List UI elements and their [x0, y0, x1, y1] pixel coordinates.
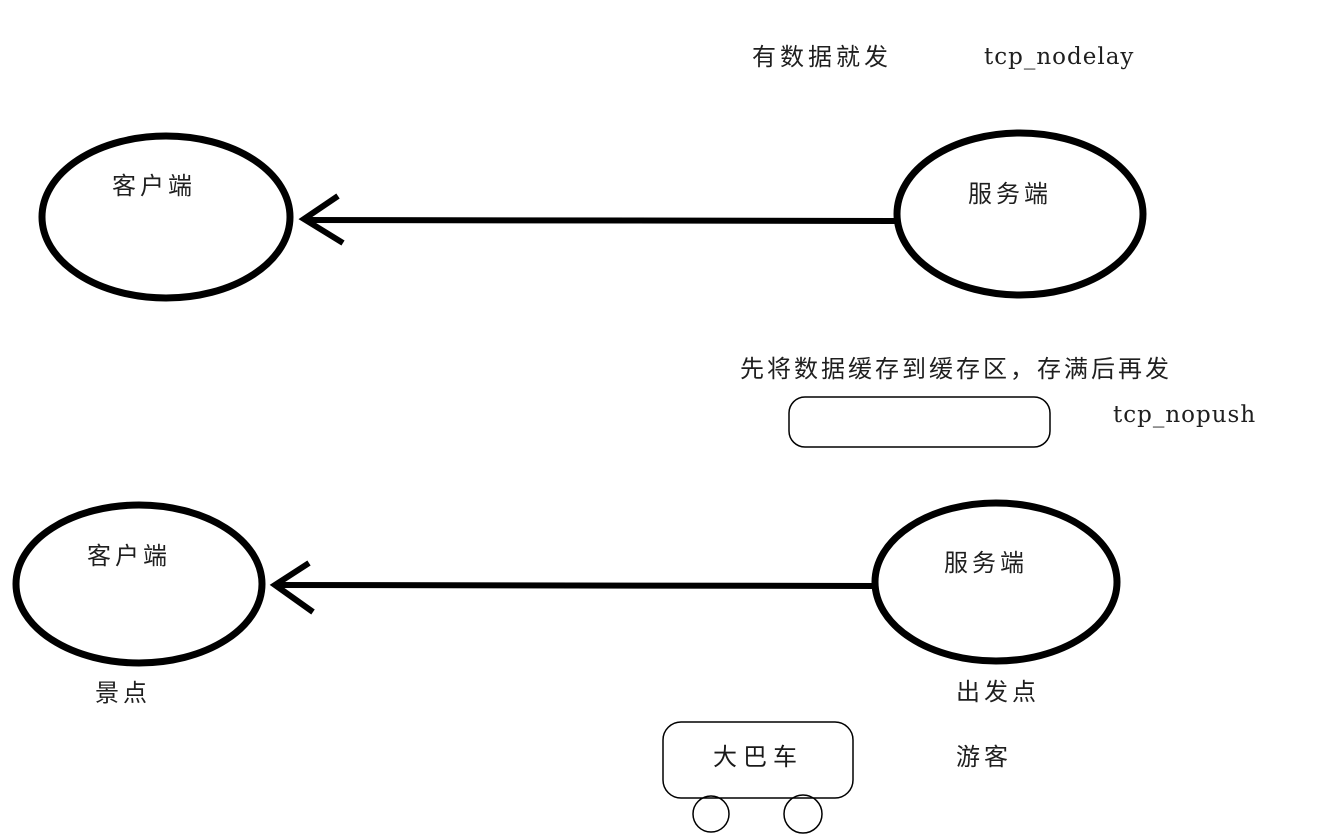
tcp-nopush-option: tcp_nopush	[1113, 402, 1257, 428]
client-ellipse-top	[38, 132, 294, 302]
arrowhead-icon-top	[298, 193, 345, 246]
nopush-note: 先将数据缓存到缓存区，存满后再发	[740, 355, 1172, 383]
tcp-nodelay-option: tcp_nodelay	[984, 44, 1135, 70]
client-label-top: 客户端	[112, 172, 196, 200]
arrowhead-icon-bottom	[269, 560, 315, 615]
nodelay-note: 有数据就发	[752, 43, 892, 71]
server-label-bottom: 服务端	[944, 549, 1028, 577]
buffer-box	[788, 396, 1051, 448]
bus-wheel-icon-right	[783, 794, 823, 834]
passenger-label: 游客	[956, 743, 1012, 771]
server-caption: 出发点	[956, 678, 1040, 706]
client-caption: 景点	[95, 679, 151, 707]
client-ellipse-bottom	[12, 501, 266, 667]
client-label-bottom: 客户端	[87, 542, 171, 570]
bus-wheel-icon-left	[692, 795, 730, 833]
server-label-top: 服务端	[968, 180, 1052, 208]
server-ellipse-bottom	[871, 499, 1121, 665]
transfer-arrow-line-top	[305, 217, 899, 224]
server-ellipse-top	[893, 129, 1147, 299]
bus-body-icon	[662, 721, 854, 799]
transfer-arrow-line-bottom	[276, 582, 877, 589]
bus-label: 大巴车	[713, 743, 803, 771]
